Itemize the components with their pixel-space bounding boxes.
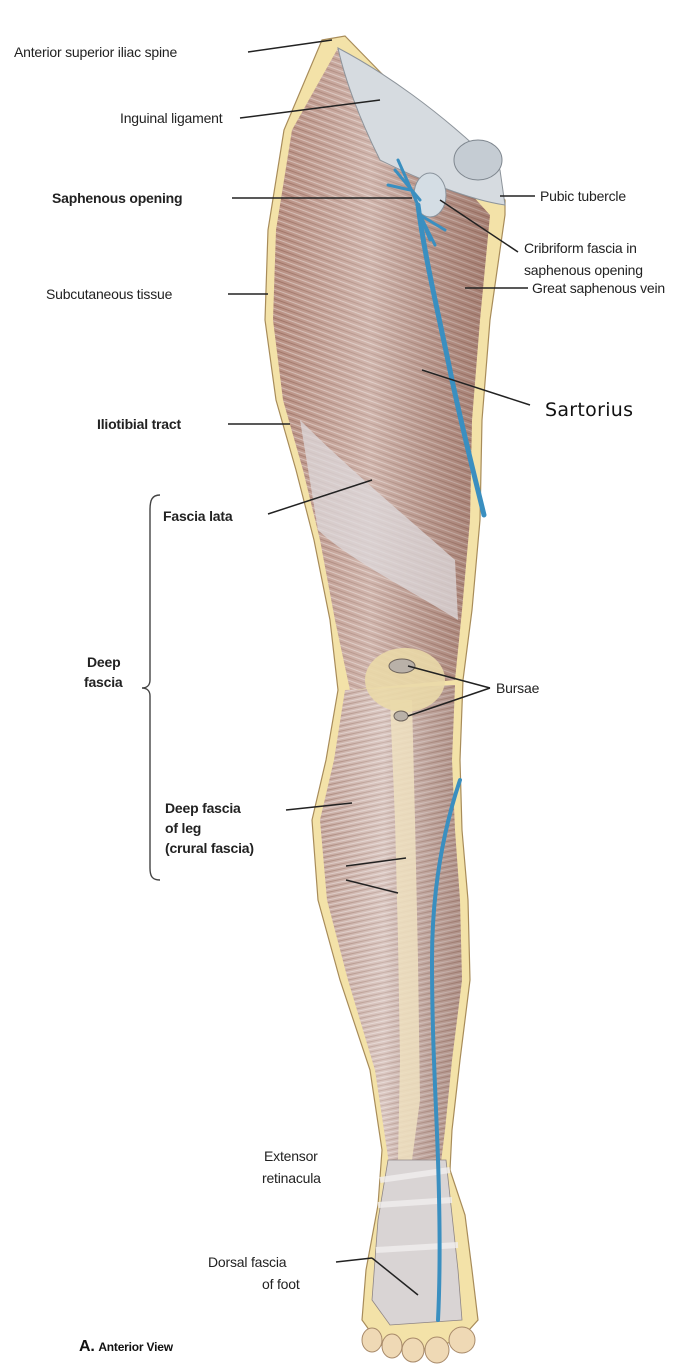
deep-fascia-bracket	[142, 495, 160, 880]
label-deep-fascia-leg-line3: (crural fascia)	[165, 838, 254, 858]
label-pubic-tubercle: Pubic tubercle	[540, 186, 626, 206]
infrapatellar-bursa	[394, 711, 408, 721]
label-extensor-line2: retinacula	[262, 1168, 321, 1188]
label-sartorius: Sartorius	[545, 400, 633, 420]
label-dorsal-fascia-line1: Dorsal fascia	[208, 1252, 286, 1272]
caption-text: Anterior View	[98, 1340, 173, 1354]
patella-region	[365, 648, 445, 712]
ankle-retinacula	[372, 1160, 462, 1325]
label-bursae: Bursae	[496, 678, 539, 698]
label-anterior-superior-iliac-spine: Anterior superior iliac spine	[14, 42, 177, 62]
label-iliotibial-tract: Iliotibial tract	[97, 414, 181, 434]
label-saphenous-opening: Saphenous opening	[52, 188, 182, 208]
label-fascia-lata: Fascia lata	[163, 506, 232, 526]
prepatellar-bursa	[389, 659, 415, 673]
label-cribriform-line2: saphenous opening	[524, 260, 643, 280]
label-great-saphenous-vein: Great saphenous vein	[532, 278, 665, 298]
label-deep-fascia-line2: fascia	[84, 672, 123, 692]
caption-letter: A.	[79, 1338, 95, 1355]
label-deep-fascia-leg-line1: Deep fascia	[165, 798, 241, 818]
label-subcutaneous-tissue: Subcutaneous tissue	[46, 284, 172, 304]
pubic-region	[454, 140, 502, 180]
leg-shading	[320, 685, 462, 1170]
label-dorsal-fascia-line2: of foot	[262, 1274, 300, 1294]
label-inguinal-ligament: Inguinal ligament	[120, 108, 222, 128]
figure-caption: A. Anterior View	[79, 1336, 173, 1357]
label-extensor-line1: Extensor	[264, 1146, 318, 1166]
label-deep-fascia-line1: Deep	[87, 652, 120, 672]
label-cribriform-line1: Cribriform fascia in	[524, 238, 637, 258]
label-deep-fascia-leg-line2: of leg	[165, 818, 201, 838]
